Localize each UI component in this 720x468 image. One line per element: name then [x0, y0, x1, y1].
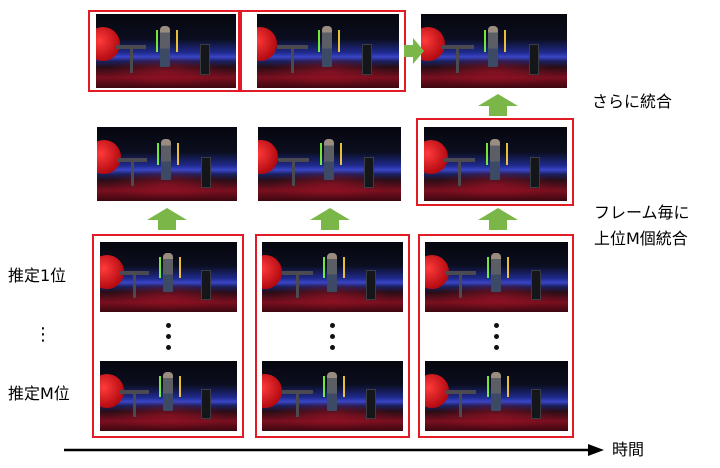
group-box-bottom-2 — [255, 234, 410, 438]
frame-middle-1 — [97, 127, 237, 201]
frame-rank1-1 — [100, 242, 237, 312]
label-rankM: 推定M位 — [8, 384, 70, 403]
up-arrow-icon — [147, 208, 187, 230]
label-per-frame-line2: 上位M個統合 — [594, 229, 688, 248]
group-box-bottom-1 — [92, 234, 244, 438]
frame-middle-3 — [424, 127, 567, 201]
up-arrow-icon — [310, 208, 350, 230]
frame-middle-2 — [258, 127, 401, 201]
right-arrow-icon — [404, 38, 424, 64]
label-per-frame-line1: フレーム毎に — [594, 203, 690, 222]
group-box-top-middle — [240, 10, 406, 92]
time-axis-arrow-icon — [64, 444, 604, 456]
frame-top-2 — [257, 14, 399, 88]
label-rank1: 推定1位 — [8, 266, 67, 285]
frame-rankM-2 — [262, 361, 403, 431]
label-time: 時間 — [612, 440, 645, 459]
frame-rankM-1 — [100, 361, 237, 431]
frame-top-1 — [96, 14, 236, 88]
frame-rankM-3 — [425, 361, 568, 431]
frame-top-3 — [421, 14, 567, 88]
frame-rank1-2 — [262, 242, 403, 312]
group-box-top-left — [88, 10, 240, 92]
label-rank-dots: ⋮ — [34, 324, 52, 345]
label-merge-again: さらに統合 — [592, 92, 673, 111]
frame-rank1-3 — [425, 242, 568, 312]
up-arrow-icon — [478, 94, 518, 116]
group-box-middle-right — [416, 118, 574, 206]
up-arrow-icon — [478, 208, 518, 230]
group-box-bottom-3 — [418, 234, 574, 438]
